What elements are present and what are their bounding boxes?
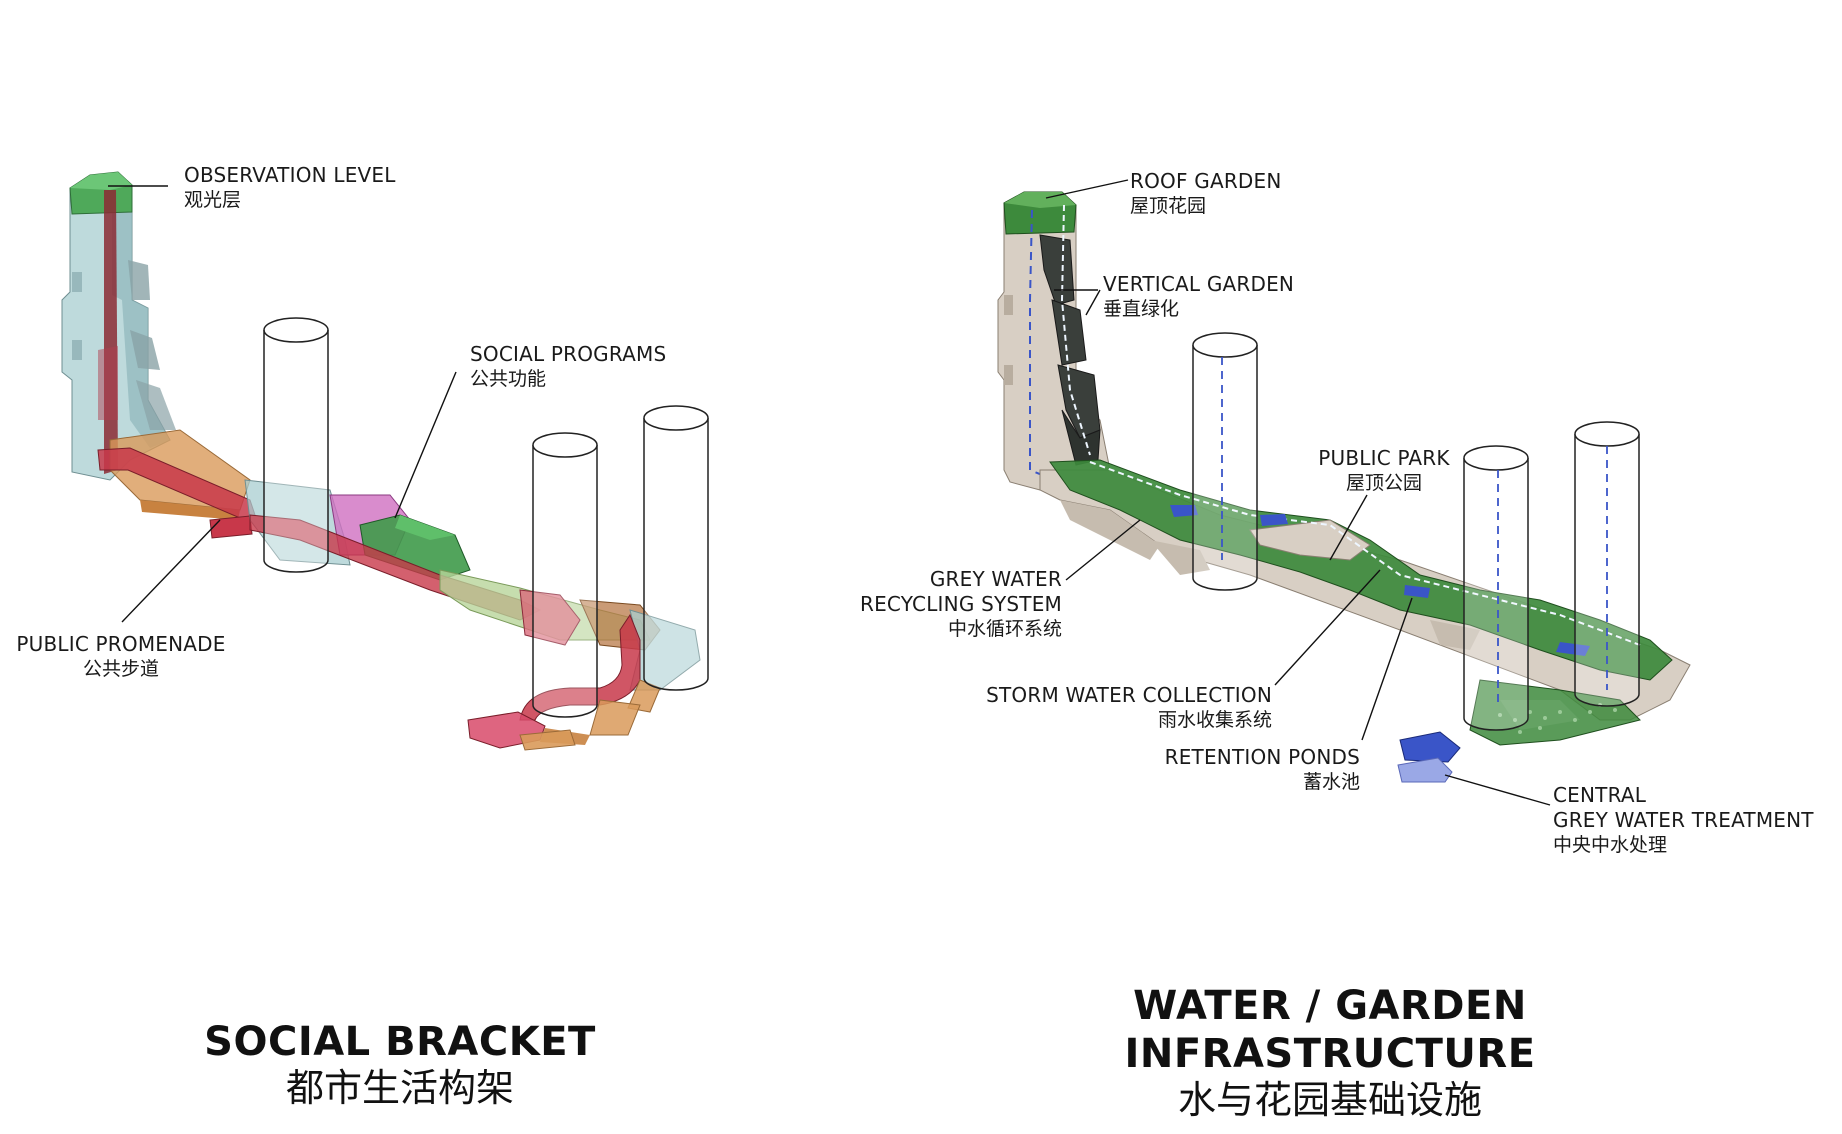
title-social-bracket: SOCIAL BRACKET 都市生活构架 <box>180 1018 620 1112</box>
left-cylinder-1 <box>263 317 329 573</box>
title-water-garden-en-1: WATER / GARDEN <box>1133 983 1527 1029</box>
right-cylinder-3 <box>1574 421 1640 707</box>
left-cylinder-3 <box>643 405 709 691</box>
label-grey-water-en-1: GREY WATER <box>929 567 1062 591</box>
label-observation-level: OBSERVATION LEVEL 观光层 <box>184 164 396 212</box>
label-social-programs-zh: 公共功能 <box>470 368 547 390</box>
right-leader-lines <box>1045 179 1551 806</box>
label-central-grey-water: CENTRAL GREY WATER TREATMENT 中央中水处理 <box>1553 784 1814 857</box>
label-social-programs-en: SOCIAL PROGRAMS <box>470 342 667 366</box>
left-tower-volume <box>61 171 176 481</box>
label-storm-water-zh: 雨水收集系统 <box>1157 709 1272 731</box>
label-grey-water-recycling: GREY WATER RECYCLING SYSTEM 中水循环系统 <box>820 568 1062 641</box>
label-observation-level-zh: 观光层 <box>184 189 242 211</box>
title-water-garden: WATER / GARDEN INFRASTRUCTURE 水与花园基础设施 <box>1100 982 1560 1124</box>
title-social-bracket-zh: 都市生活构架 <box>285 1066 514 1110</box>
title-water-garden-zh: 水与花园基础设施 <box>1177 1078 1482 1122</box>
left-cylinder-2 <box>532 432 598 718</box>
left-leader-lines <box>108 185 457 623</box>
label-social-programs: SOCIAL PROGRAMS 公共功能 <box>470 343 666 391</box>
label-public-promenade-en: PUBLIC PROMENADE <box>16 632 226 656</box>
right-cylinder-2 <box>1463 445 1529 731</box>
title-water-garden-en-2: INFRASTRUCTURE <box>1124 1031 1536 1077</box>
label-observation-level-en: OBSERVATION LEVEL <box>184 163 396 187</box>
label-grey-water-zh: 中水循环系统 <box>947 618 1062 640</box>
label-central-en-2: GREY WATER TREATMENT <box>1553 808 1814 832</box>
label-roof-garden: ROOF GARDEN 屋顶花园 <box>1130 170 1282 218</box>
label-retention-ponds-zh: 蓄水池 <box>1302 771 1360 793</box>
label-public-promenade-zh: 公共步道 <box>82 658 159 680</box>
title-social-bracket-en: SOCIAL BRACKET <box>204 1019 596 1065</box>
label-grey-water-en-2: RECYCLING SYSTEM <box>859 592 1062 616</box>
left-bridge-volume <box>97 429 701 751</box>
label-public-park-zh: 屋顶公园 <box>1345 472 1422 494</box>
social-bracket-drawing <box>61 171 709 751</box>
label-vertical-garden-zh: 垂直绿化 <box>1103 298 1180 320</box>
label-central-zh: 中央中水处理 <box>1553 834 1668 856</box>
label-roof-garden-en: ROOF GARDEN <box>1130 169 1282 193</box>
label-vertical-garden: VERTICAL GARDEN 垂直绿化 <box>1103 273 1294 321</box>
right-cylinder-1 <box>1192 332 1258 591</box>
label-retention-ponds-en: RETENTION PONDS <box>1164 745 1360 769</box>
label-roof-garden-zh: 屋顶花园 <box>1130 195 1207 217</box>
water-garden-drawing <box>997 179 1691 806</box>
label-public-promenade: PUBLIC PROMENADE 公共步道 <box>14 633 228 681</box>
right-tower-volume <box>997 191 1641 701</box>
label-storm-water-en: STORM WATER COLLECTION <box>986 683 1272 707</box>
label-storm-water: STORM WATER COLLECTION 雨水收集系统 <box>960 684 1272 732</box>
label-central-en-1: CENTRAL <box>1553 783 1647 807</box>
label-public-park-en: PUBLIC PARK <box>1318 446 1450 470</box>
label-vertical-garden-en: VERTICAL GARDEN <box>1103 272 1295 296</box>
label-public-park: PUBLIC PARK 屋顶公园 <box>1300 447 1468 495</box>
label-retention-ponds: RETENTION PONDS 蓄水池 <box>1120 746 1360 794</box>
